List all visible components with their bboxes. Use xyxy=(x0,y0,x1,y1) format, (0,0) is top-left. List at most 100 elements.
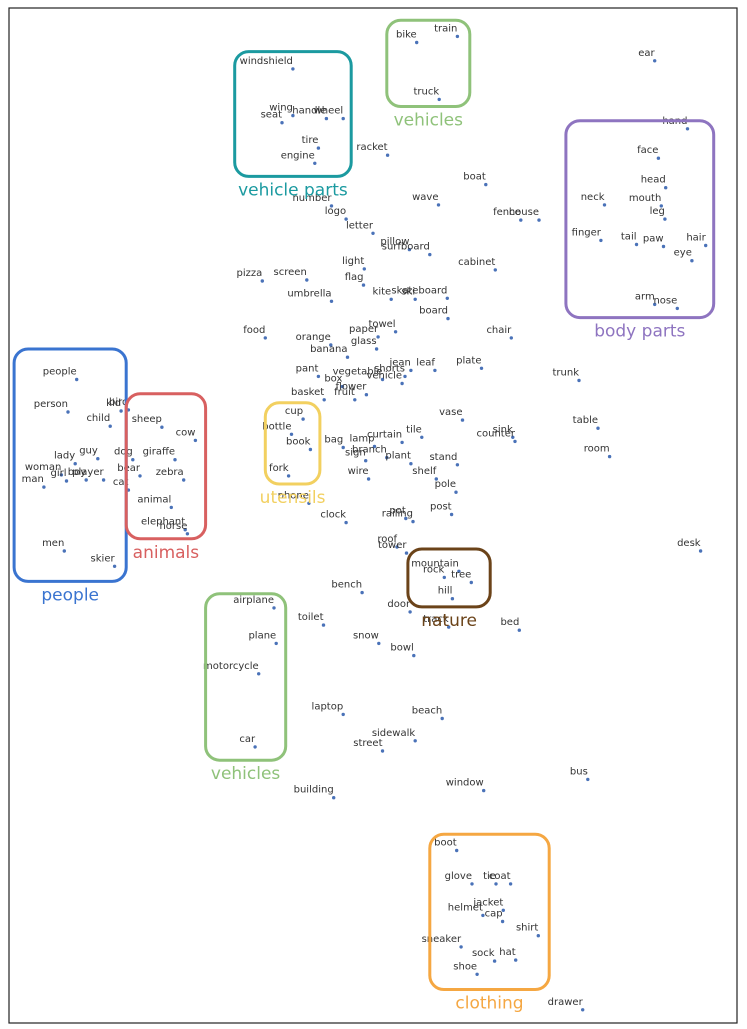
word-label-shelf: shelf xyxy=(412,466,436,477)
word-label-sneaker: sneaker xyxy=(422,934,462,945)
word-label-cap: cap xyxy=(485,909,503,920)
word-label-sidewalk: sidewalk xyxy=(372,728,416,739)
point-bear xyxy=(138,474,142,478)
point-tail xyxy=(634,242,639,247)
point-cow xyxy=(193,438,198,443)
word-label-railing: railing xyxy=(382,509,413,520)
point-rock xyxy=(442,575,446,580)
word-label-surfboard: surfboard xyxy=(382,242,430,253)
word-label-food: food xyxy=(243,325,265,336)
point-stand xyxy=(455,463,460,467)
point-toilet xyxy=(321,623,326,627)
word-label-cabinet: cabinet xyxy=(458,257,495,268)
point-person xyxy=(66,410,70,414)
point-sneaker xyxy=(459,945,463,949)
point-street xyxy=(380,749,385,753)
word-label-counter: counter xyxy=(477,428,516,439)
point-child xyxy=(108,424,112,428)
word-label-kid: kid xyxy=(106,398,121,409)
point-coat xyxy=(508,882,513,886)
point-bottle xyxy=(289,432,294,436)
word-label-boat: boat xyxy=(463,172,486,183)
word-label-lamp: lamp xyxy=(350,434,375,445)
word-label-motorcycle: motorcycle xyxy=(203,661,259,672)
word-label-windshield: windshield xyxy=(240,56,293,67)
word-label-wheel: wheel xyxy=(314,106,344,117)
point-vehicle xyxy=(400,381,404,386)
point-elephant xyxy=(183,528,187,532)
word-label-snow: snow xyxy=(353,630,379,641)
word-label-jean: jean xyxy=(388,357,410,368)
point-jacket xyxy=(501,908,505,912)
point-lady xyxy=(73,462,77,466)
word-label-pole: pole xyxy=(435,479,456,490)
word-label-fence: fence xyxy=(493,207,521,218)
word-label-wing: wing xyxy=(269,103,293,114)
point-plane xyxy=(274,641,278,646)
point-skier xyxy=(112,564,117,568)
point-banana xyxy=(345,355,350,359)
point-paper xyxy=(376,335,380,339)
word-label-street: street xyxy=(353,738,382,749)
word-label-train: train xyxy=(434,23,457,34)
word-label-engine: engine xyxy=(281,150,315,161)
point-umbrella xyxy=(329,299,334,303)
point-flower xyxy=(364,393,369,397)
point-jean xyxy=(409,368,413,373)
point-bench xyxy=(360,590,364,595)
point-windshield xyxy=(291,67,295,71)
cluster-label-body-parts: body parts xyxy=(594,322,685,342)
point-logo xyxy=(344,217,348,221)
word-label-beach: beach xyxy=(412,706,442,717)
point-box xyxy=(340,384,345,389)
point-shoe xyxy=(475,972,479,976)
word-label-neck: neck xyxy=(581,192,605,203)
point-clock xyxy=(344,520,348,525)
point-animal xyxy=(169,505,173,510)
word-label-bear: bear xyxy=(117,463,141,474)
word-label-men: men xyxy=(42,538,64,549)
point-airplane xyxy=(272,606,276,610)
word-label-seat: seat xyxy=(261,110,282,121)
word-label-tower: tower xyxy=(378,540,407,551)
point-boy xyxy=(84,478,88,482)
word-label-animal: animal xyxy=(137,494,171,505)
word-label-skateboard: skateboard xyxy=(391,285,447,296)
word-label-book: book xyxy=(286,437,311,448)
word-label-table: table xyxy=(573,415,598,426)
point-cup xyxy=(301,417,305,421)
point-glove xyxy=(470,882,474,886)
cluster-label-vehicles: vehicles xyxy=(394,111,464,131)
point-shorts xyxy=(403,374,407,379)
point-cabinet xyxy=(493,268,497,272)
word-label-tire: tire xyxy=(302,135,319,146)
word-label-giraffe: giraffe xyxy=(143,447,175,458)
point-basket xyxy=(322,398,326,402)
word-label-room: room xyxy=(584,444,610,455)
point-hill xyxy=(450,597,455,601)
word-label-vase: vase xyxy=(439,407,462,418)
cluster-label-utensils: utensils xyxy=(260,488,326,508)
word-label-tail: tail xyxy=(621,232,637,243)
word-label-rock: rock xyxy=(423,564,445,575)
word-label-girl: girl xyxy=(50,468,66,479)
point-shirt xyxy=(536,934,540,938)
point-fence xyxy=(519,218,523,222)
word-label-curtain: curtain xyxy=(367,429,402,440)
word-label-wire: wire xyxy=(348,466,369,477)
word-label-post: post xyxy=(430,502,452,513)
point-chair xyxy=(509,336,513,340)
word-label-tree: tree xyxy=(451,570,471,581)
point-number xyxy=(329,204,334,208)
point-counter xyxy=(513,439,517,444)
point-neck xyxy=(602,203,607,207)
word-label-leaf: leaf xyxy=(416,357,435,368)
word-label-kite: kite xyxy=(373,286,392,297)
point-boat xyxy=(484,182,488,187)
point-bowl xyxy=(412,653,416,658)
point-laptop xyxy=(341,712,345,717)
point-mouth xyxy=(659,204,663,208)
point-house xyxy=(537,218,541,222)
word-label-bottle: bottle xyxy=(262,421,291,432)
